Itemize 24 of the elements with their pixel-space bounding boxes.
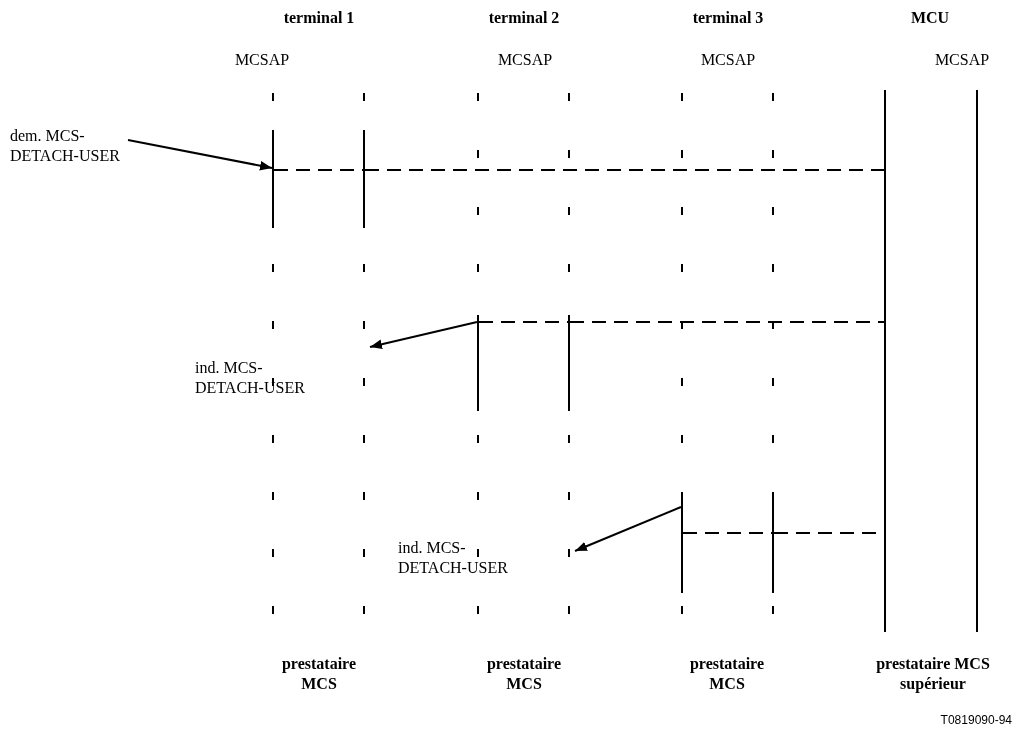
column-heading: terminal 3: [692, 8, 764, 28]
provider-label: prestataire MCS: [485, 654, 563, 694]
column-heading: terminal 1: [283, 8, 355, 28]
message-label: ind. MCS-DETACH-USER: [195, 358, 323, 398]
provider-label: prestataire MCS: [280, 654, 358, 694]
figure-code: T0819090-94: [940, 712, 1012, 729]
dashed-line: [682, 532, 773, 534]
provider-label: prestataire MCS supérieur: [875, 654, 991, 694]
message-label: dem. MCS-DETACH-USER: [10, 126, 138, 166]
sap-label: MCSAP: [700, 50, 756, 70]
sap-label: MCSAP: [497, 50, 553, 70]
sap-label: MCSAP: [934, 50, 990, 70]
sap-label: MCSAP: [234, 50, 290, 70]
dashed-line: [364, 169, 885, 171]
provider-label: prestataire MCS: [688, 654, 766, 694]
dashed-line: [569, 321, 885, 323]
dashed-line: [478, 321, 569, 323]
arrow: [574, 506, 682, 552]
column-heading: MCU: [910, 8, 950, 28]
arrow: [127, 139, 273, 171]
message-label: ind. MCS-DETACH-USER: [398, 538, 526, 578]
dashed-line: [273, 169, 364, 171]
column-heading: terminal 2: [488, 8, 560, 28]
arrow: [369, 321, 478, 349]
